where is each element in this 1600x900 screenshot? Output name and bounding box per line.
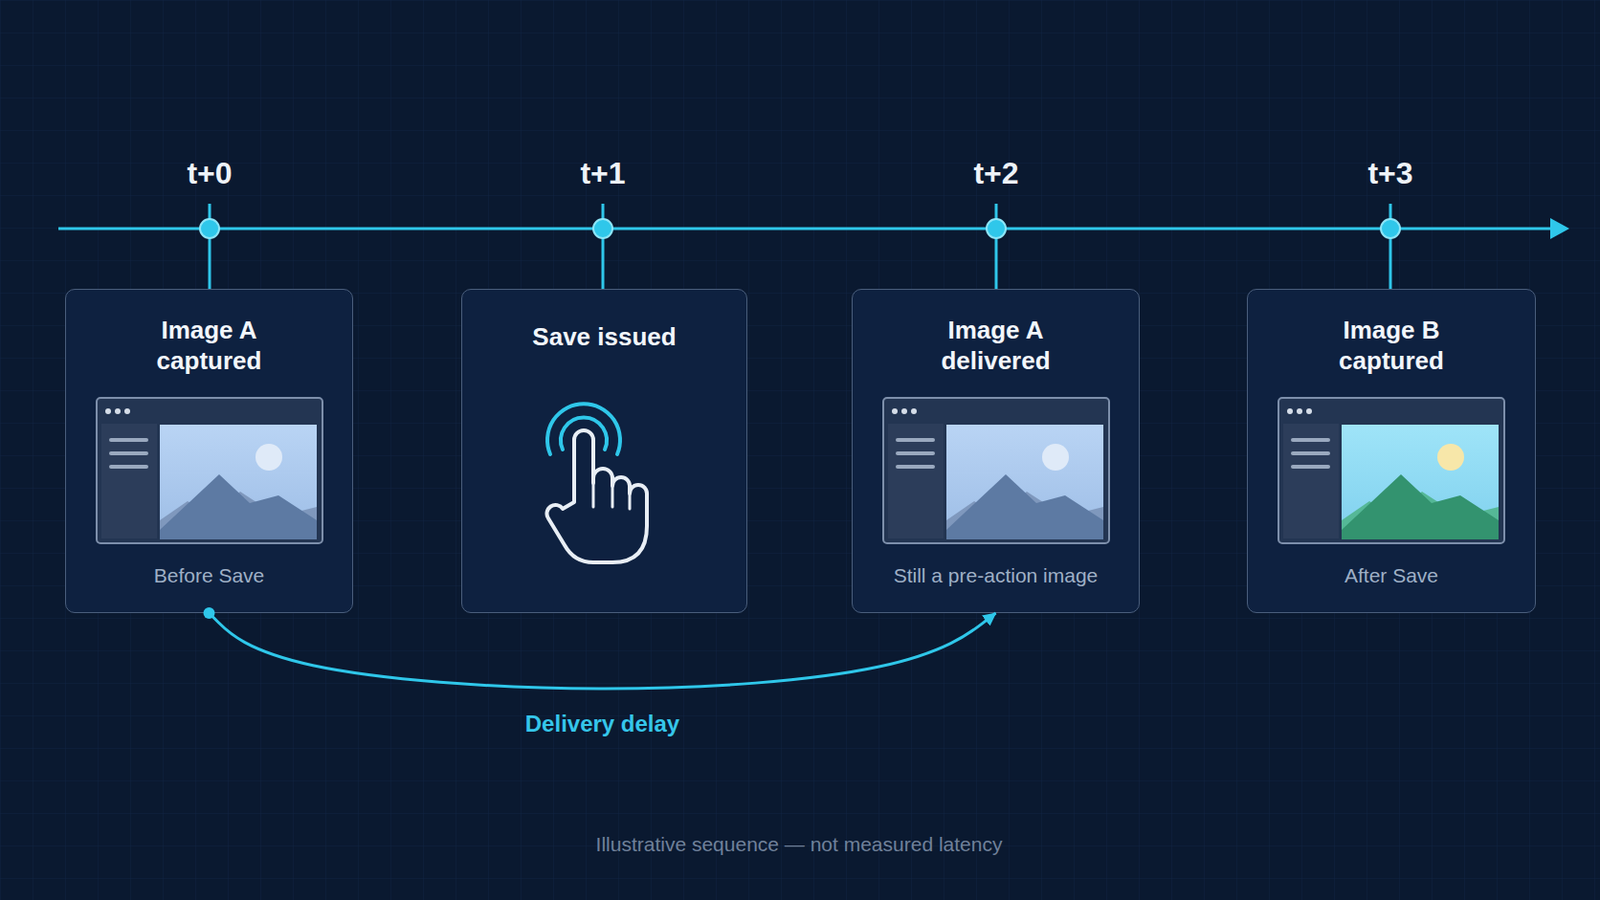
step-box: Image A capturedBefore Save — [65, 288, 354, 614]
step-box: Image A deliveredStill a pre-action imag… — [851, 288, 1140, 614]
time-label: t+0 — [186, 155, 232, 192]
step-title: Image A delivered — [910, 314, 1083, 377]
timeline — [58, 203, 1570, 289]
step-box: Image B capturedAfter Save — [1246, 288, 1536, 614]
tick-dot — [1380, 219, 1400, 239]
time-label: t+2 — [973, 155, 1019, 192]
edge-layer — [209, 613, 997, 689]
step-title: Save issued — [518, 321, 691, 353]
tick-line — [208, 203, 212, 289]
time-label: t+1 — [579, 155, 625, 192]
step-note: Before Save — [66, 563, 353, 589]
tick-line — [601, 203, 605, 289]
timeline-axis — [58, 227, 1555, 231]
step-title: Image B captured — [1305, 314, 1478, 377]
caption: Illustrative sequence — not measured lat… — [596, 833, 1003, 857]
tick-line — [1389, 203, 1393, 289]
delay-connector — [209, 613, 997, 689]
tick-dot — [200, 219, 220, 239]
tick-line — [995, 203, 999, 289]
step-box: Save issued — [461, 288, 748, 614]
time-label: t+3 — [1367, 155, 1413, 192]
step-note: Still a pre-action image — [852, 563, 1139, 589]
tick-dot — [986, 219, 1006, 239]
step-title: Image A captured — [123, 314, 296, 377]
tick-dot — [593, 219, 613, 239]
edge-label: Delivery delay — [525, 711, 680, 738]
timeline-arrowhead — [1550, 218, 1570, 240]
step-note: After Save — [1247, 563, 1535, 589]
